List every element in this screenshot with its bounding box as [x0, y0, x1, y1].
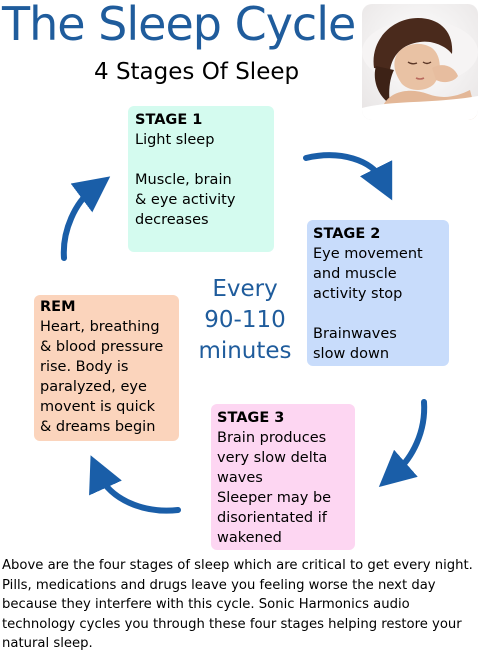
- cycle-duration-text: Every 90-110 minutes: [198, 276, 292, 364]
- rem-heading: REM: [40, 299, 76, 315]
- arrow-stage2-to-stage3-icon: [378, 399, 428, 488]
- stage-3-box: STAGE 3 Brain produces very slow delta w…: [211, 404, 355, 550]
- sleeping-woman-photo: [362, 4, 478, 120]
- stage-3-heading: STAGE 3: [217, 410, 285, 426]
- arrow-stage3-to-rem-icon: [89, 455, 181, 514]
- stage-2-heading: STAGE 2: [313, 226, 381, 242]
- stage-2-box: STAGE 2 Eye movement and muscle activity…: [307, 220, 449, 366]
- stage-1-description: Light sleep Muscle, brain & eye activity…: [135, 132, 236, 228]
- stage-2-description: Eye movement and muscle activity stop Br…: [313, 246, 423, 362]
- explanation-paragraph: Above are the four stages of sleep which…: [2, 558, 473, 652]
- page-title: The Sleep Cycle: [2, 0, 356, 51]
- arrow-rem-to-stage1-icon: [60, 176, 111, 261]
- rem-description: Heart, breathing & blood pressure rise. …: [40, 319, 164, 435]
- rem-stage-box: REM Heart, breathing & blood pressure ri…: [34, 295, 179, 441]
- page-subtitle: 4 Stages Of Sleep: [94, 59, 300, 85]
- stage-1-box: STAGE 1 Light sleep Muscle, brain & eye …: [128, 106, 274, 252]
- stage-3-description: Brain produces very slow delta waves Sle…: [217, 430, 332, 546]
- stage-1-heading: STAGE 1: [135, 112, 203, 128]
- arrow-stage1-to-stage2-icon: [303, 152, 393, 201]
